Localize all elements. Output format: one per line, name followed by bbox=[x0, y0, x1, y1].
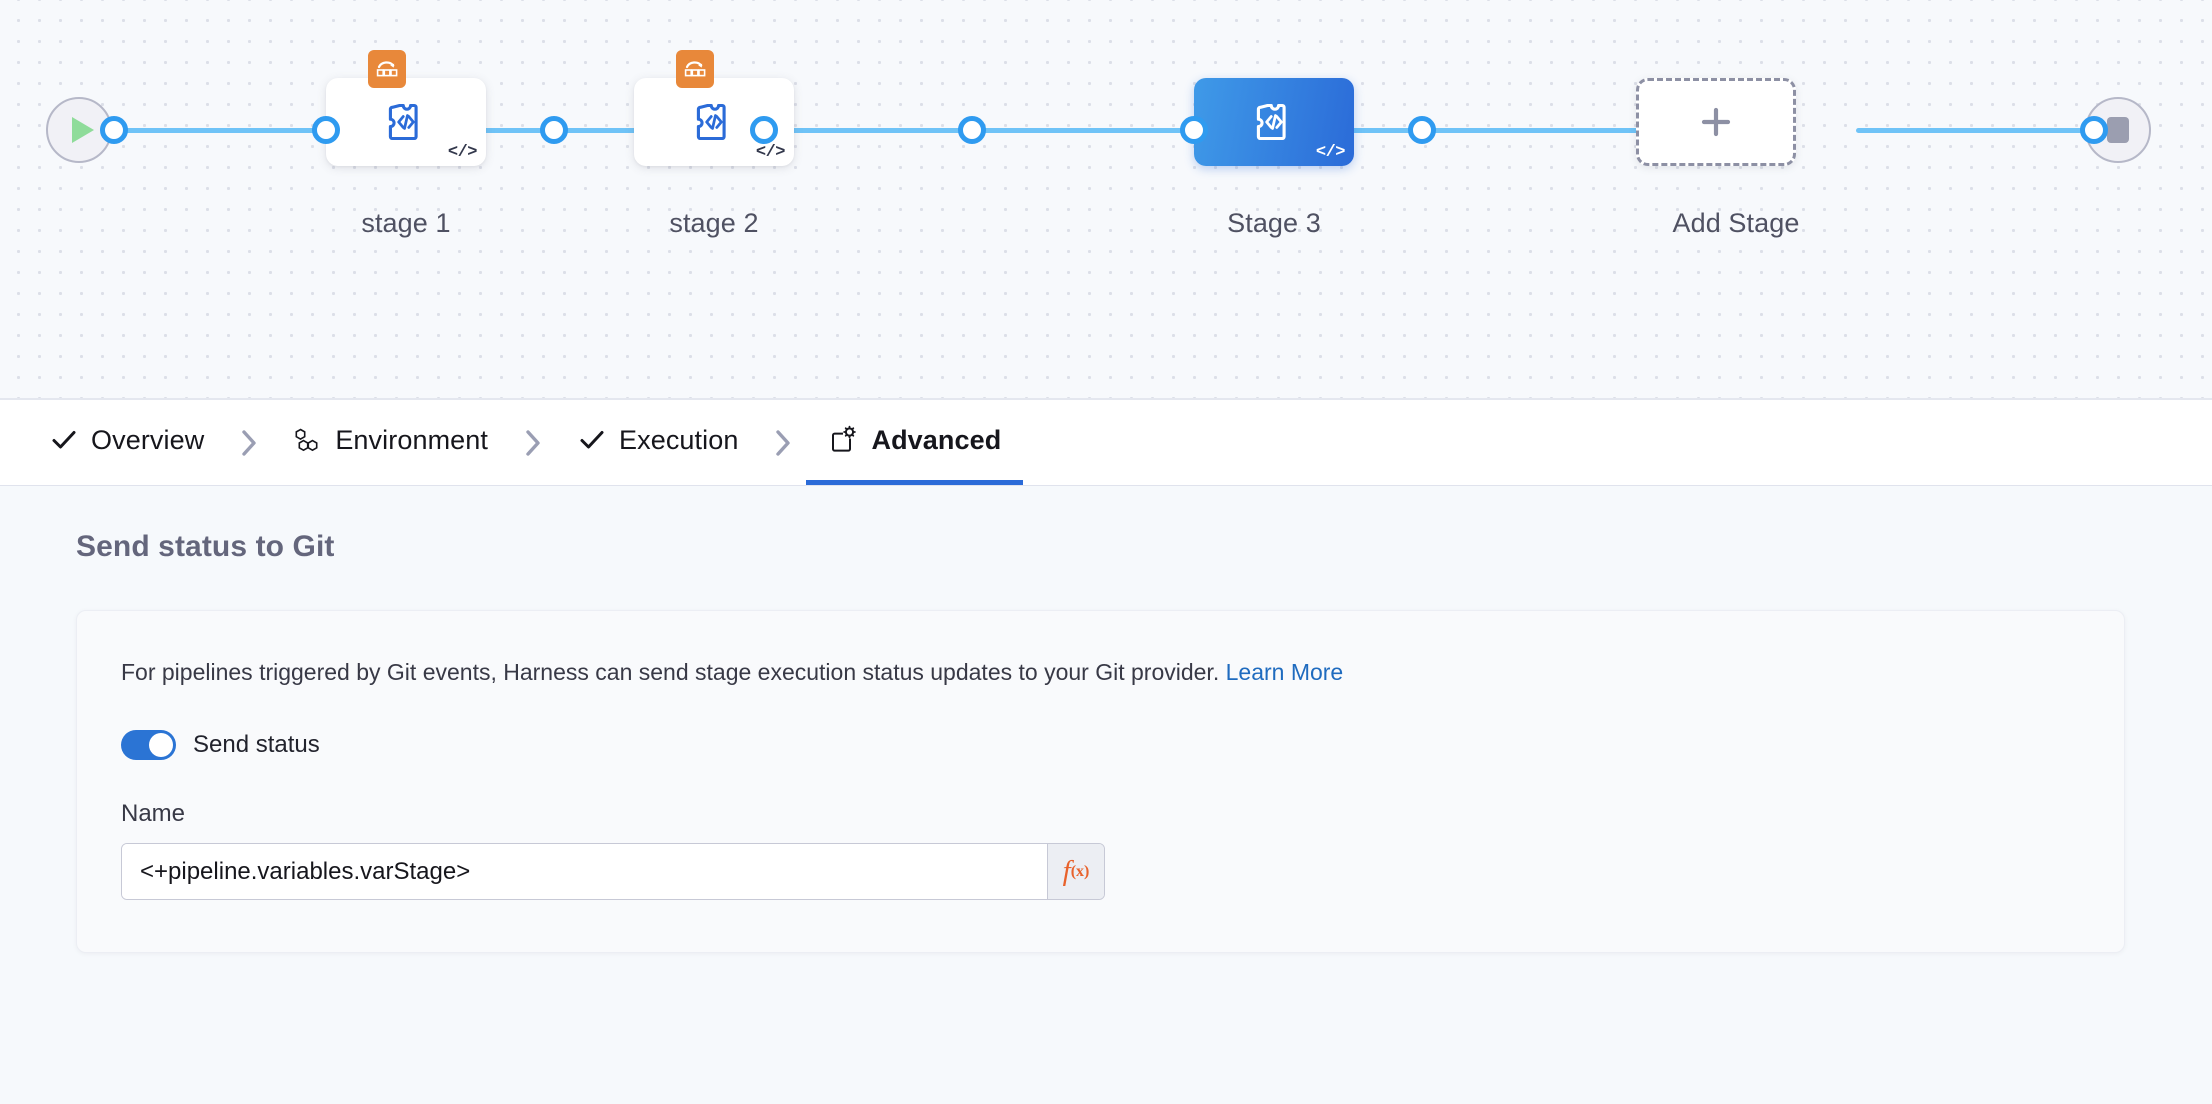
connector-rail bbox=[1856, 128, 2096, 133]
custom-stage-puzzle-icon bbox=[696, 103, 726, 141]
connector-rail bbox=[754, 128, 1016, 133]
connector-dot[interactable] bbox=[750, 116, 778, 144]
description-text: For pipelines triggered by Git events, H… bbox=[121, 659, 1220, 685]
name-input[interactable] bbox=[122, 844, 1047, 900]
chevron-right-icon bbox=[226, 400, 272, 485]
plus-icon bbox=[1701, 107, 1731, 137]
connector-dot[interactable] bbox=[312, 116, 340, 144]
tab-label: Overview bbox=[91, 424, 205, 455]
advanced-gear-icon bbox=[828, 425, 858, 455]
fx-x-glyph: (x) bbox=[1070, 862, 1090, 880]
send-status-toggle[interactable] bbox=[121, 730, 176, 761]
advanced-panel: Send status to Git For pipelines trigger… bbox=[0, 486, 2212, 1004]
check-icon bbox=[578, 426, 606, 454]
expression-fx-button[interactable]: f(x) bbox=[1047, 844, 1104, 900]
stage-type-code-badge: </> bbox=[755, 143, 786, 162]
chevron-right-icon bbox=[760, 400, 806, 485]
tab-overview[interactable]: Overview bbox=[28, 400, 226, 485]
add-stage-label: Add Stage bbox=[1672, 208, 1800, 238]
connector-dot[interactable] bbox=[540, 116, 568, 144]
connector-rail bbox=[1222, 128, 1662, 133]
tab-label: Advanced bbox=[871, 424, 1002, 455]
connector-dot[interactable] bbox=[1408, 116, 1436, 144]
connector-rail bbox=[86, 128, 346, 133]
add-stage-node[interactable] bbox=[1636, 78, 1796, 166]
connector-dot[interactable] bbox=[1180, 116, 1208, 144]
stop-icon bbox=[2107, 117, 2129, 143]
infra-hex-icon bbox=[294, 426, 322, 454]
connector-rail bbox=[962, 128, 1222, 133]
toggle-knob bbox=[149, 733, 173, 758]
stage-tabs: Overview Environment Execution bbox=[0, 400, 2212, 486]
stage-type-code-badge: </> bbox=[1315, 143, 1346, 162]
tab-execution[interactable]: Execution bbox=[556, 400, 760, 485]
chevron-right-icon bbox=[510, 400, 556, 485]
fx-f-glyph: f bbox=[1062, 855, 1071, 888]
send-status-row: Send status bbox=[121, 730, 2124, 761]
custom-stage-puzzle-icon bbox=[1256, 103, 1286, 141]
stage-label-3: Stage 3 bbox=[1227, 208, 1321, 238]
rollback-icon bbox=[368, 50, 406, 88]
learn-more-link[interactable]: Learn More bbox=[1225, 659, 1344, 685]
stage-label-1: stage 1 bbox=[361, 208, 451, 238]
name-field-wrapper: f(x) bbox=[121, 843, 1105, 901]
send-status-card: For pipelines triggered by Git events, H… bbox=[76, 610, 2125, 954]
stage-node-2[interactable]: </> bbox=[634, 50, 794, 166]
pipeline-canvas[interactable]: </> stage 1 </> stage 2 </> Stage 3 bbox=[0, 0, 2212, 400]
rollback-icon bbox=[676, 50, 714, 88]
card-description: For pipelines triggered by Git events, H… bbox=[121, 657, 2124, 688]
custom-stage-puzzle-icon bbox=[388, 103, 418, 141]
stage-node-1[interactable]: </> bbox=[326, 50, 486, 166]
tab-label: Execution bbox=[619, 424, 739, 455]
send-status-label: Send status bbox=[193, 731, 320, 759]
play-icon bbox=[71, 117, 94, 143]
tab-environment[interactable]: Environment bbox=[272, 400, 510, 485]
stage-label-2: stage 2 bbox=[669, 208, 759, 238]
connector-dot[interactable] bbox=[100, 116, 128, 144]
tab-advanced[interactable]: Advanced bbox=[806, 400, 1024, 485]
stage-type-code-badge: </> bbox=[447, 143, 478, 162]
tab-label: Environment bbox=[335, 424, 488, 455]
name-field-label: Name bbox=[121, 800, 186, 828]
connector-dot[interactable] bbox=[2080, 116, 2108, 144]
page-title: Send status to Git bbox=[76, 530, 335, 563]
stage-node-3[interactable]: </> bbox=[1194, 78, 1354, 166]
check-icon bbox=[50, 426, 78, 454]
connector-dot[interactable] bbox=[958, 116, 986, 144]
